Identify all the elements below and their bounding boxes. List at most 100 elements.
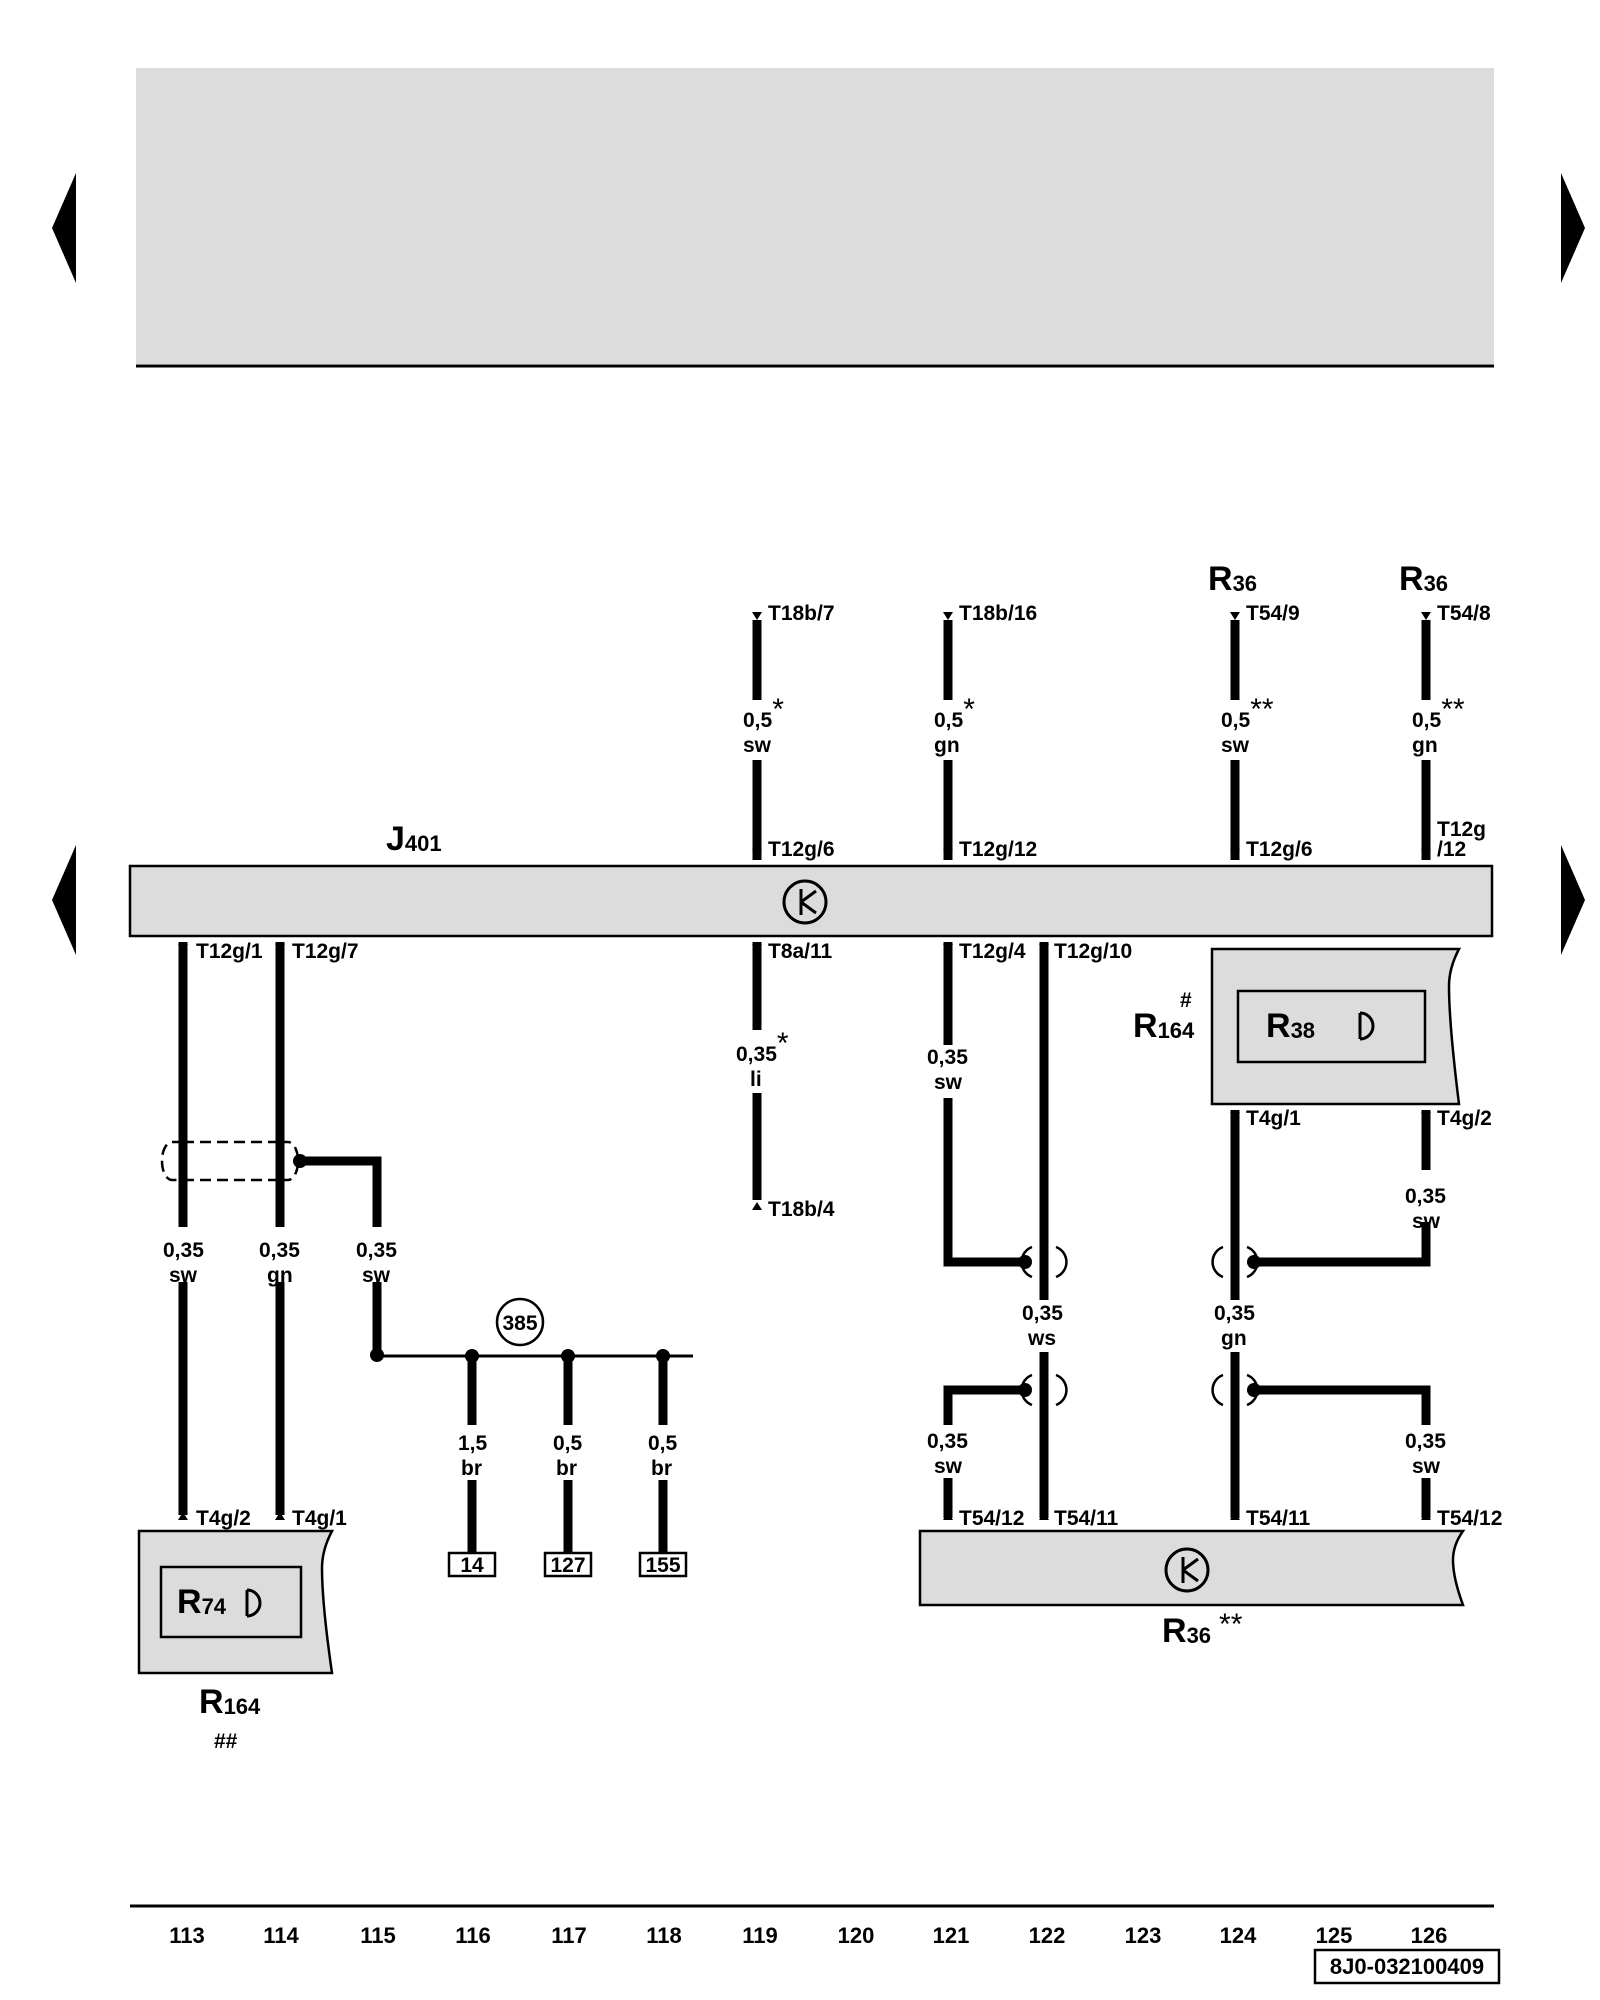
r74-camera-icon <box>245 1588 262 1618</box>
shield-arc-122-lower-r <box>1055 1373 1068 1407</box>
pin-t54-11-col122: T54/11 <box>1054 1507 1119 1530</box>
pin-t4g-2-col126: T4g/2 <box>1437 1107 1492 1130</box>
wire-121-bottom <box>943 942 1025 1267</box>
prev-page-arrow-middle[interactable] <box>52 845 76 955</box>
column-number: 125 <box>1316 1923 1353 1948</box>
r38-label: R38 <box>1266 1007 1315 1045</box>
wire-size-124: 0,35 <box>1214 1302 1255 1325</box>
pin-t12g-6-col119: T12g/6 <box>768 838 835 861</box>
pin-t54-9: T54/9 <box>1246 602 1300 625</box>
wire-size-121-low: 0,35 <box>927 1430 968 1453</box>
shield-sleeve <box>160 1140 300 1182</box>
ref-box-127[interactable]: 127 <box>543 1551 593 1578</box>
wire-color-117: br <box>556 1457 577 1480</box>
diagram-id-box: 8J0-032100409 <box>1313 1948 1501 1985</box>
next-page-arrow-top[interactable] <box>1561 173 1585 283</box>
pin-t18b-7: T18b/7 <box>768 602 835 625</box>
r164-top-marker: # <box>1180 989 1192 1012</box>
pin-t54-8: T54/8 <box>1437 602 1491 625</box>
pin-t4g-2-col113: T4g/2 <box>196 1507 251 1530</box>
shield-arc-124-upper <box>1211 1245 1224 1279</box>
r36-label-col124: R36 <box>1208 560 1257 598</box>
wire-color-114: gn <box>267 1264 293 1287</box>
column-number: 118 <box>646 1923 682 1948</box>
r74-label: R74 <box>177 1583 227 1621</box>
wire-size-119-bottom: 0,35* <box>736 1027 789 1066</box>
pin-t12g-12b-col126: /12 <box>1437 838 1466 861</box>
wire-size-124-top: 0,5** <box>1221 693 1274 732</box>
shield-arc-124-lower <box>1211 1373 1224 1407</box>
wire-color-113: sw <box>169 1264 198 1287</box>
r164-bottom-housing <box>137 1529 335 1675</box>
pin-t4g-1-col114: T4g/1 <box>292 1507 347 1530</box>
pin-t12g-12a-col126: T12g <box>1437 818 1486 841</box>
column-number: 114 <box>263 1923 299 1948</box>
wire-size-126-r38: 0,35 <box>1405 1185 1446 1208</box>
pin-t4g-1-col124: T4g/1 <box>1246 1107 1301 1130</box>
svg-text:127: 127 <box>550 1554 585 1577</box>
wire-color-122: ws <box>1027 1327 1056 1350</box>
pin-t54-11-col124: T54/11 <box>1246 1507 1311 1530</box>
wire-color-121-low: sw <box>934 1455 963 1478</box>
column-number: 120 <box>838 1923 875 1948</box>
column-number: 123 <box>1125 1923 1162 1948</box>
wire-size-121-top: 0,5* <box>934 693 975 732</box>
pin-t12g-7: T12g/7 <box>292 940 359 963</box>
wire-color-124-top: sw <box>1221 734 1250 757</box>
next-page-arrow-middle[interactable] <box>1561 845 1585 955</box>
wire-size-116: 1,5 <box>458 1432 488 1455</box>
pin-t54-12-col126: T54/12 <box>1437 1507 1502 1530</box>
column-number: 121 <box>933 1923 970 1948</box>
pin-t8a-11: T8a/11 <box>768 940 833 963</box>
r38-camera-icon <box>1358 1011 1375 1041</box>
pin-t12g-10: T12g/10 <box>1054 940 1132 963</box>
column-numbers: 113 114 115 116 117 118 119 120 121 122 … <box>169 1923 1447 1948</box>
svg-text:8J0-032100409: 8J0-032100409 <box>1330 1954 1484 1979</box>
junction-121-122-upper <box>1018 1255 1032 1269</box>
column-number: 122 <box>1029 1923 1066 1948</box>
pin-t12g-1: T12g/1 <box>196 940 263 963</box>
wire-126-low <box>1254 1385 1431 1518</box>
r36-electronic-symbol-icon <box>1164 1547 1210 1593</box>
wire-color-115: sw <box>362 1264 391 1287</box>
wire-121-low <box>943 1385 1025 1518</box>
column-number: 124 <box>1220 1923 1257 1948</box>
svg-text:155: 155 <box>645 1554 680 1577</box>
shield-arc-122-upper <box>1020 1245 1033 1279</box>
pin-t54-12-col121: T54/12 <box>959 1507 1024 1530</box>
pin-t18b-16: T18b/16 <box>959 602 1037 625</box>
ref-box-14[interactable]: 14 <box>447 1551 497 1578</box>
wire-size-126-top: 0,5** <box>1412 693 1465 732</box>
r164-top-label: R164 <box>1133 1007 1195 1045</box>
r74-box <box>159 1565 303 1639</box>
r164-bottom-marker: ## <box>214 1730 238 1753</box>
wire-126-r38 <box>1254 1110 1431 1267</box>
r36-label-col126: R36 <box>1399 560 1448 598</box>
wire-size-117: 0,5 <box>553 1432 583 1455</box>
wire-color-124: gn <box>1221 1327 1247 1350</box>
pin-t12g-12-col121: T12g/12 <box>959 838 1037 861</box>
svg-text:385: 385 <box>502 1312 537 1335</box>
column-number: 119 <box>742 1923 778 1948</box>
wire-color-116: br <box>461 1457 482 1480</box>
r38-box <box>1236 989 1427 1064</box>
prev-page-arrow-top[interactable] <box>52 173 76 283</box>
wire-size-114: 0,35 <box>259 1239 300 1262</box>
wire-color-126-r38: sw <box>1412 1210 1441 1233</box>
wire-size-126-low: 0,35 <box>1405 1430 1446 1453</box>
wire-115 <box>300 1156 382 1355</box>
wire-color-126-low: sw <box>1412 1455 1441 1478</box>
wire-size-115: 0,35 <box>356 1239 397 1262</box>
pin-t18b-4: T18b/4 <box>768 1198 835 1221</box>
j401-label: J401 <box>386 820 442 858</box>
column-number: 113 <box>169 1923 205 1948</box>
wire-size-119-top: 0,5* <box>743 693 784 732</box>
r36-unit <box>918 1529 1466 1607</box>
j401-electronic-symbol-icon <box>782 879 828 925</box>
wire-color-121-bottom: sw <box>934 1071 963 1094</box>
wire-color-119-top: sw <box>743 734 772 757</box>
svg-text:14: 14 <box>460 1554 484 1577</box>
ref-box-155[interactable]: 155 <box>638 1551 688 1578</box>
shield-arc-122-upper-r <box>1055 1245 1068 1279</box>
wire-color-126-top: gn <box>1412 734 1438 757</box>
